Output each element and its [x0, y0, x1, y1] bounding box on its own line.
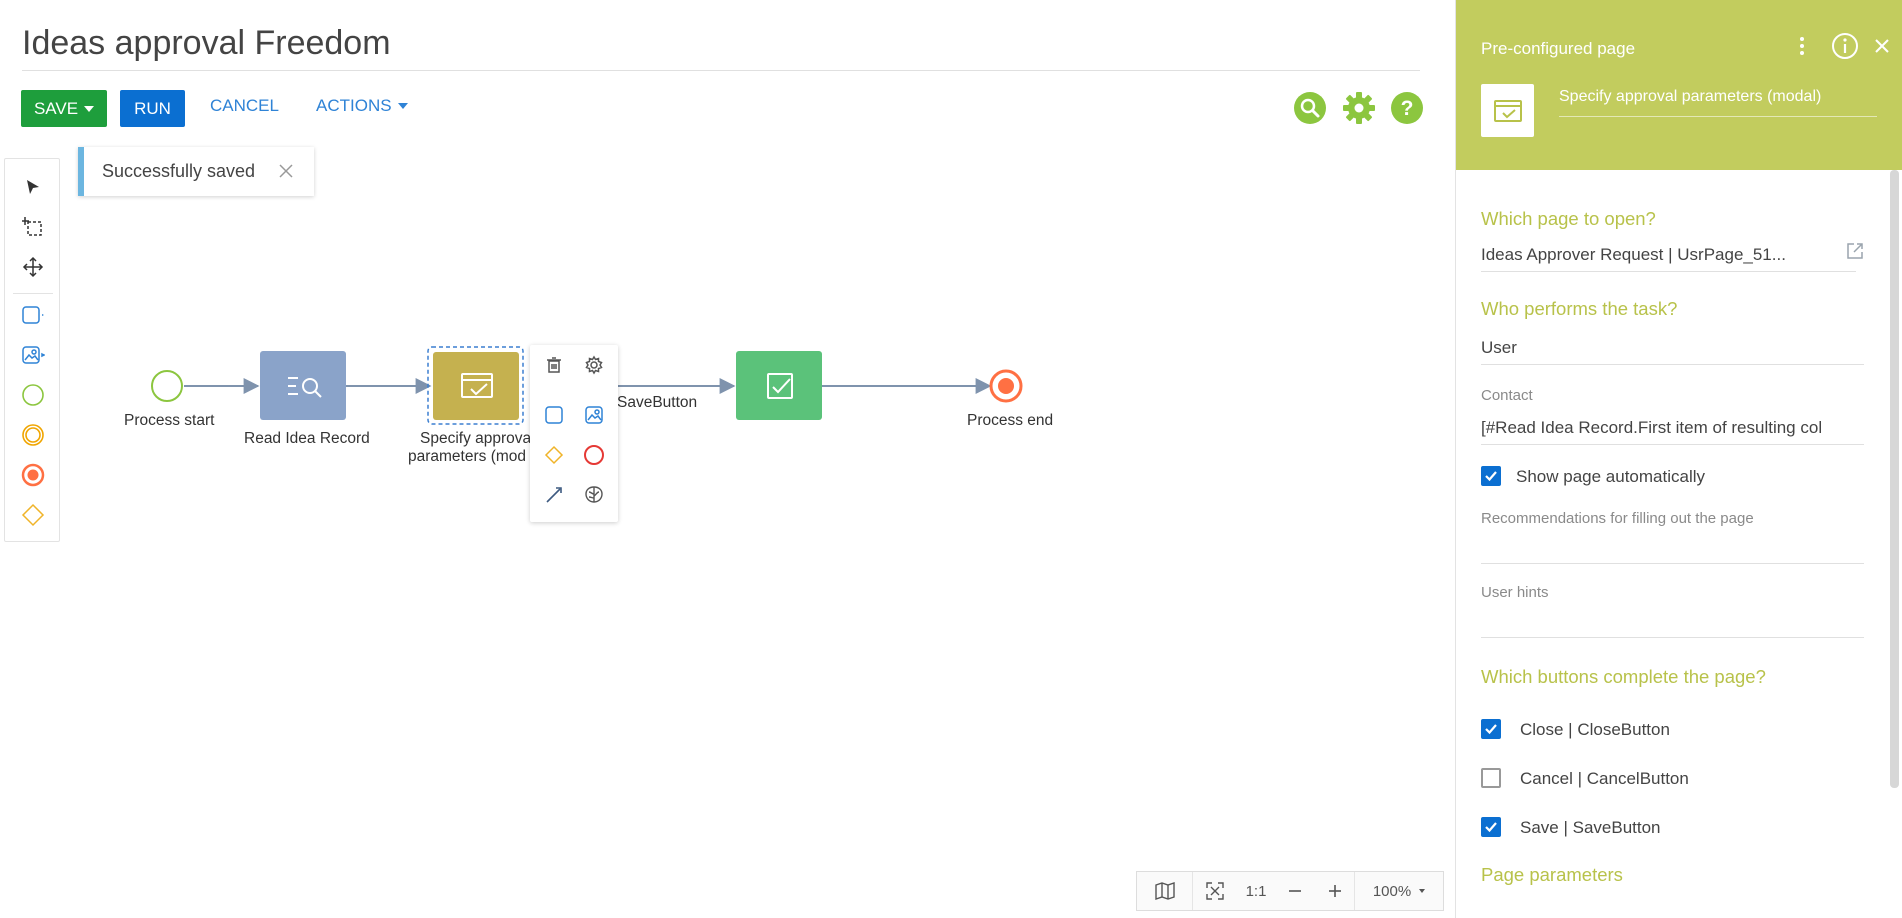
panel-scrollbar[interactable] [1890, 170, 1899, 788]
open-page-icon[interactable] [1845, 241, 1865, 261]
ai-icon[interactable] [580, 481, 608, 509]
which-buttons-label: Which buttons complete the page? [1481, 666, 1766, 687]
contact-field[interactable]: [#Read Idea Record.First item of resulti… [1481, 418, 1823, 437]
end-event-icon[interactable] [580, 441, 608, 469]
chevron-down-icon [84, 105, 95, 112]
end-event[interactable] [989, 369, 1023, 403]
recommendations-field[interactable] [1481, 563, 1864, 564]
page-task-icon [461, 373, 493, 398]
pointer-icon[interactable] [19, 173, 47, 201]
read-idea-task[interactable] [260, 351, 346, 420]
svg-text:?: ? [1401, 97, 1414, 120]
element-context-menu [530, 345, 618, 522]
end-event-icon[interactable] [19, 461, 47, 489]
chevron-down-icon [1419, 889, 1426, 893]
task-icon[interactable] [540, 401, 568, 429]
delete-icon[interactable] [540, 351, 568, 379]
start-event-label: Process start [124, 412, 215, 429]
element-name-field[interactable]: Specify approval parameters (modal) [1559, 88, 1877, 117]
contact-label: Contact [1481, 387, 1533, 404]
close-button-option-label: Close | CloseButton [1520, 720, 1670, 739]
minimap-icon[interactable] [1137, 872, 1193, 910]
cancel-button[interactable]: CANCEL [210, 96, 279, 115]
intermediate-event-icon[interactable] [19, 421, 47, 449]
page-lookup-field[interactable]: Ideas Approver Request | UsrPage_51... [1481, 245, 1786, 264]
save-button[interactable]: SAVE [21, 90, 107, 127]
user-hints-label: User hints [1481, 584, 1549, 601]
page-title: Ideas approval Freedom [22, 24, 391, 62]
toolbar-divider [13, 293, 53, 294]
show-page-checkbox[interactable] [1481, 466, 1501, 486]
subprocess-icon[interactable] [19, 341, 47, 369]
specify-label-line2: parameters (mod [408, 448, 527, 465]
gateway-icon[interactable] [540, 441, 568, 469]
zoom-toolbar: 1:1 100% [1136, 871, 1444, 911]
recommendations-label: Recommendations for filling out the page [1481, 510, 1754, 527]
contact-underline [1481, 444, 1864, 445]
who-performs-label: Who performs the task? [1481, 298, 1678, 319]
specify-approval-task[interactable] [427, 346, 524, 425]
save-button-checkbox[interactable] [1481, 817, 1501, 837]
page-parameters-label: Page parameters [1481, 864, 1623, 885]
page-field-underline [1481, 271, 1856, 272]
zoom-in-icon[interactable] [1315, 872, 1355, 910]
read-data-icon [288, 377, 322, 398]
element-properties-panel: Pre-configured page Specify approval par… [1455, 0, 1902, 918]
element-toolbar [4, 158, 60, 542]
approval-icon [767, 373, 793, 399]
performer-underline [1481, 364, 1864, 365]
info-icon[interactable] [1831, 32, 1859, 60]
save-button-label: SAVE [33, 98, 79, 118]
task-icon[interactable] [19, 301, 47, 329]
close-icon[interactable] [278, 163, 294, 179]
specify-label-line1: Specify approva [420, 430, 532, 447]
start-event[interactable] [151, 370, 183, 402]
read-idea-label: Read Idea Record [244, 430, 370, 447]
search-icon[interactable] [1293, 91, 1327, 125]
gear-icon[interactable] [1342, 91, 1376, 125]
zoom-out-icon[interactable] [1275, 872, 1315, 910]
which-page-label: Which page to open? [1481, 208, 1656, 229]
performer-select[interactable]: User [1481, 338, 1517, 357]
fit-screen-icon[interactable] [1193, 872, 1237, 910]
help-icon[interactable]: ? [1390, 91, 1424, 125]
element-type-icon [1481, 84, 1534, 137]
success-toast: Successfully saved [78, 147, 314, 196]
actions-menu-button[interactable]: ACTIONS [316, 96, 408, 116]
approval-task[interactable] [736, 351, 822, 420]
flow-label-savebutton: SaveButton [617, 394, 698, 411]
actual-size-button[interactable]: 1:1 [1245, 882, 1267, 900]
toast-message: Successfully saved [102, 161, 256, 181]
actions-label: ACTIONS [316, 96, 392, 115]
subprocess-icon[interactable] [580, 401, 608, 429]
panel-header-title: Pre-configured page [1481, 39, 1636, 58]
connector-icon[interactable] [540, 481, 568, 509]
zoom-level-select[interactable]: 100% [1355, 872, 1443, 910]
show-page-label: Show page automatically [1516, 467, 1706, 486]
diagram-canvas[interactable] [0, 0, 1455, 918]
title-divider [22, 70, 1420, 71]
panel-header: Pre-configured page Specify approval par… [1456, 0, 1902, 170]
pan-icon[interactable] [19, 253, 47, 281]
start-event-icon[interactable] [19, 381, 47, 409]
chevron-down-icon [397, 103, 408, 109]
gateway-icon[interactable] [19, 501, 47, 529]
cancel-button-checkbox[interactable] [1481, 768, 1501, 788]
lasso-select-icon[interactable] [19, 213, 47, 241]
end-event-label: Process end [967, 412, 1054, 429]
zoom-level-value: 100% [1372, 882, 1412, 900]
cancel-button-option-label: Cancel | CancelButton [1520, 769, 1689, 788]
close-button-checkbox[interactable] [1481, 719, 1501, 739]
more-options-icon[interactable] [1788, 32, 1816, 60]
save-button-option-label: Save | SaveButton [1520, 818, 1661, 837]
settings-icon[interactable] [580, 351, 608, 379]
run-button[interactable]: RUN [120, 90, 185, 127]
close-icon[interactable] [1868, 32, 1896, 60]
user-hints-field[interactable] [1481, 637, 1864, 638]
